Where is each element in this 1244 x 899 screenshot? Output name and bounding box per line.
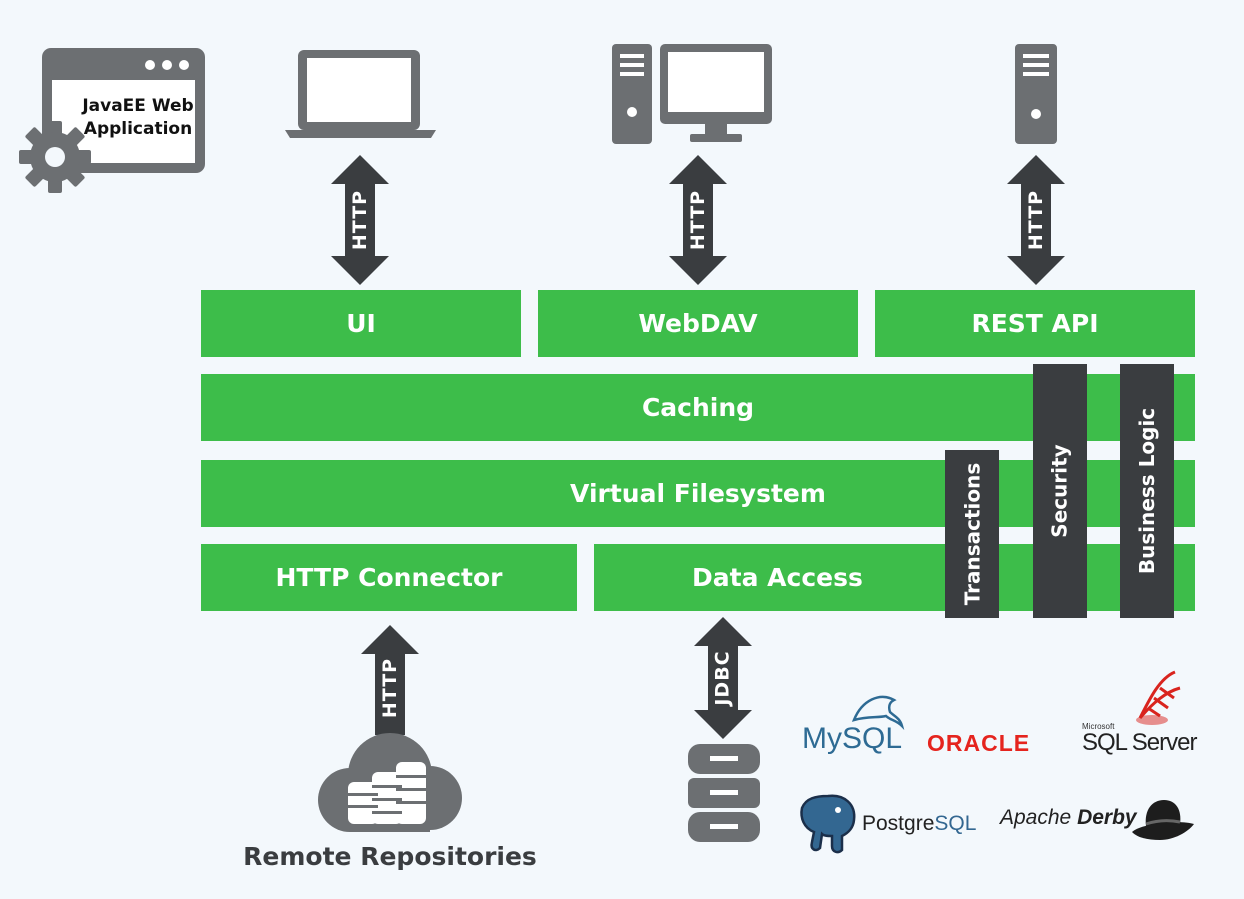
derby-text-a: Apache: [1000, 806, 1072, 829]
sqlserver-icon: [1136, 670, 1181, 725]
laptop-icon: [285, 50, 436, 138]
cloud-database-icon: [318, 733, 462, 832]
cross-security: Security: [1033, 364, 1087, 618]
sqlserver-microsoft-text: Microsoft: [1082, 722, 1115, 731]
http-arrow-rest: [1007, 155, 1065, 285]
postgres-elephant-icon: [800, 794, 856, 854]
layer-http-connector: HTTP Connector: [201, 544, 577, 611]
gear-icon: [19, 121, 91, 193]
http-arrow-ui-label: HTTP: [349, 189, 371, 251]
postgres-text-a: Postgre: [862, 812, 935, 835]
cross-business-logic: Business Logic: [1120, 364, 1174, 618]
jdbc-arrow-label: JDBC: [712, 650, 734, 706]
mysql-logo: MySQL: [800, 690, 910, 760]
mysql-text: MySQL: [802, 722, 903, 755]
layer-vfs-label: Virtual Filesystem: [570, 479, 826, 508]
oracle-logo: ORACLE: [927, 730, 1030, 757]
derby-text: Apache Derby: [1000, 806, 1137, 830]
apache-derby-logo: Apache Derby: [1000, 796, 1200, 852]
jdbc-arrow: [694, 617, 752, 739]
http-arrow-remote: [361, 625, 419, 735]
layer-rest-api: REST API: [875, 290, 1195, 357]
layer-ui: UI: [201, 290, 521, 357]
layer-rest-api-label: REST API: [971, 309, 1099, 338]
postgresql-text: PostgreSQL: [862, 812, 976, 836]
database-stack-icon: [688, 744, 760, 842]
javaee-app-line1: JavaEE Web: [82, 96, 194, 116]
javaee-app-line2: Application: [83, 119, 193, 139]
oracle-text: ORACLE: [927, 730, 1031, 756]
cross-business-logic-label: Business Logic: [1135, 407, 1160, 575]
layer-caching-label: Caching: [641, 393, 755, 422]
derby-hat-icon: [1132, 800, 1194, 840]
http-arrow-ui: [331, 155, 389, 285]
derby-text-b: Derby: [1077, 806, 1137, 829]
layer-data-access-label: Data Access: [692, 563, 863, 592]
http-arrow-webdav: [669, 155, 727, 285]
layer-caching: Caching: [201, 374, 1195, 441]
sqlserver-text: SQL Server: [1082, 729, 1197, 756]
http-arrow-remote-label: HTTP: [379, 657, 401, 718]
cross-security-label: Security: [1048, 444, 1073, 538]
server-tower-icon: [1015, 44, 1057, 144]
desktop-icon: [612, 44, 772, 144]
layer-http-connector-label: HTTP Connector: [275, 563, 503, 592]
mysql-dolphin-icon: [851, 695, 905, 730]
cross-transactions: Transactions: [945, 450, 999, 618]
sqlserver-logo: Microsoft SQL Server: [1080, 668, 1210, 760]
layer-webdav-label: WebDAV: [638, 309, 758, 338]
remote-repositories-label: Remote Repositories: [243, 842, 537, 871]
layer-webdav: WebDAV: [538, 290, 858, 357]
postgres-text-b: SQL: [934, 812, 977, 835]
http-arrow-rest-label: HTTP: [1025, 189, 1047, 251]
layer-virtual-filesystem: Virtual Filesystem: [201, 460, 1195, 527]
postgresql-logo: PostgreSQL: [798, 790, 983, 858]
javaee-app-badge: JavaEE Web Application: [15, 45, 210, 200]
javaee-app-label: JavaEE Web Application: [73, 95, 203, 141]
layer-ui-label: UI: [346, 309, 376, 338]
layer-data-access: Data Access: [594, 544, 1195, 611]
cross-transactions-label: Transactions: [960, 462, 985, 606]
http-arrow-webdav-label: HTTP: [687, 189, 709, 251]
